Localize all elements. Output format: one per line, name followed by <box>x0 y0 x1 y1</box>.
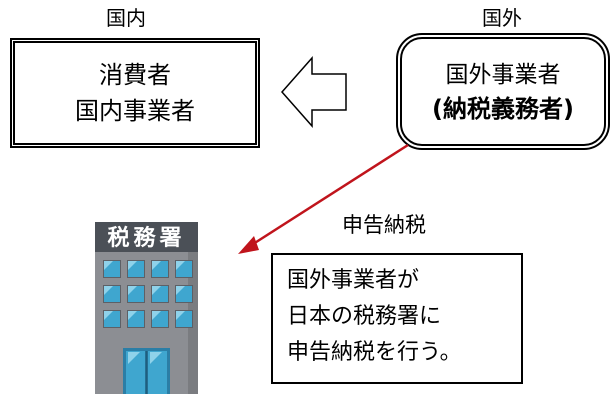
note-line-1: 国外事業者が <box>287 268 420 293</box>
building-window-shine <box>104 311 113 320</box>
overseas-box-line1: 国外事業者 <box>445 61 561 88</box>
building-window-shine <box>152 311 161 320</box>
overseas-box-line2: (納税義務者) <box>432 94 574 123</box>
domestic-box-line2: 国内事業者 <box>75 97 195 125</box>
domestic-label: 国内 <box>106 6 146 30</box>
flow-arrow-left <box>280 56 347 128</box>
building-window-shine <box>152 286 161 295</box>
tax-office-sign: 税務署 <box>107 225 185 251</box>
building-window-shine <box>104 286 113 295</box>
building-window-shine <box>176 261 185 270</box>
building-window-shine <box>128 261 137 270</box>
overseas-box: 国外事業者 (納税義務者) <box>396 33 610 150</box>
building-window-shine <box>104 261 113 270</box>
red-arrow <box>238 143 409 254</box>
explanation-note: 国外事業者が 日本の税務署に 申告納税を行う。 <box>271 253 523 384</box>
building-window-shine <box>128 286 137 295</box>
building-window-shine <box>176 286 185 295</box>
building-window-shine <box>176 311 185 320</box>
note-line-3: 申告納税を行う。 <box>287 340 462 365</box>
note-line-2: 日本の税務署に <box>287 304 442 329</box>
domestic-box-line1: 消費者 <box>99 61 171 89</box>
tax-office-building-icon: 税務署 <box>95 222 198 394</box>
flow-caption: 申告納税 <box>342 213 426 237</box>
building-window-shine <box>152 261 161 270</box>
domestic-box: 消費者 国内事業者 <box>10 38 260 148</box>
overseas-label: 国外 <box>482 6 522 30</box>
building-window-shine <box>128 311 137 320</box>
